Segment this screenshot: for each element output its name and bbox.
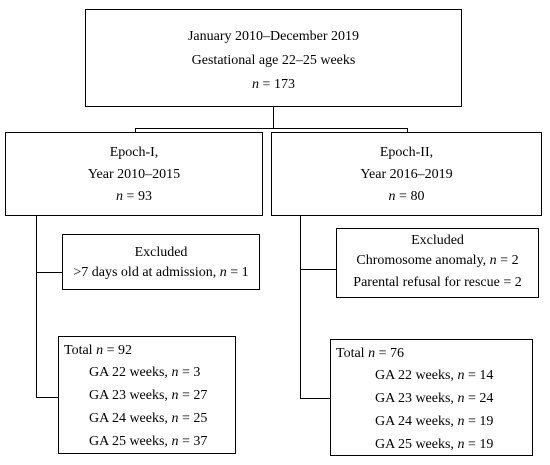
excluded-reason-2: Parental refusal for rescue = 2	[353, 275, 522, 290]
excluded-title: Excluded	[411, 233, 464, 248]
gestational-age-text: Gestational age 22–25 weeks	[191, 53, 356, 68]
connector-top-down	[273, 106, 274, 129]
epoch-2-count: n = 80	[389, 188, 425, 205]
connector-epoch2-total	[300, 398, 330, 399]
n-value: = 14	[464, 368, 494, 383]
epoch-2-years: Year 2016–2019	[360, 167, 453, 182]
epoch-1-count: n = 93	[116, 188, 152, 205]
epoch-1-years: Year 2010–2015	[87, 167, 181, 182]
n-symbol: n	[457, 368, 465, 383]
n-value: = 3	[178, 365, 201, 380]
box-epoch-1-excluded: Excluded >7 days old at admission, n = 1	[62, 234, 260, 290]
n-symbol: n	[252, 77, 260, 92]
connector-epoch2-excluded	[300, 269, 336, 270]
n-symbol: n	[171, 365, 179, 380]
excluded-reason-1: Chromosome anomaly, n = 2	[356, 252, 518, 269]
n-value: = 92	[103, 343, 132, 358]
box-epoch-1-total: Total n = 92 GA 22 weeks, n = 3 GA 23 we…	[58, 336, 236, 454]
ga-22-row: GA 22 weeks, n = 14	[375, 367, 493, 384]
n-value: = 25	[178, 411, 208, 426]
connector-epoch2-trunk	[300, 215, 301, 399]
n-value: = 24	[464, 391, 494, 406]
n-symbol: n	[457, 437, 465, 452]
n-value: = 76	[375, 346, 404, 361]
box-total-cohort: January 2010–December 2019 Gestational a…	[85, 9, 462, 107]
ga-label: GA 24 weeks,	[375, 414, 458, 429]
n-symbol: n	[489, 253, 497, 268]
period-label: January 2010–December 2019	[187, 29, 360, 44]
n-symbol: n	[219, 265, 227, 280]
n-value: = 37	[178, 434, 208, 449]
n-value: = 2	[496, 253, 519, 268]
epoch-2-title: Epoch-II,	[379, 145, 434, 160]
n-symbol: n	[388, 189, 396, 204]
box-epoch-2-excluded: Excluded Chromosome anomaly, n = 2 Paren…	[336, 228, 539, 298]
epoch-1-title: Epoch-I,	[109, 145, 159, 160]
n-symbol: n	[96, 343, 104, 358]
ga-label: GA 23 weeks,	[375, 391, 458, 406]
box-epoch-2-total: Total n = 76 GA 22 weeks, n = 14 GA 23 w…	[330, 339, 533, 456]
excluded-reason-text: >7 days old at admission,	[73, 265, 220, 280]
n-symbol: n	[171, 388, 179, 403]
ga-label: GA 25 weeks,	[375, 437, 458, 452]
connector-epoch1-trunk	[36, 215, 37, 398]
box-epoch-2: Epoch-II, Year 2016–2019 n = 80	[271, 132, 542, 216]
n-symbol: n	[457, 391, 465, 406]
ga-label: GA 22 weeks,	[375, 368, 458, 383]
n-value: = 1	[226, 265, 249, 280]
ga-label: GA 25 weeks,	[89, 434, 172, 449]
total-count: Total n = 92	[64, 342, 132, 359]
n-symbol: n	[171, 434, 179, 449]
excluded-reason: >7 days old at admission, n = 1	[73, 264, 248, 281]
connector-epoch1-total	[36, 397, 58, 398]
total-count: Total n = 76	[336, 345, 404, 362]
ga-23-row: GA 23 weeks, n = 27	[89, 387, 207, 404]
cohort-count: n = 173	[252, 76, 295, 93]
n-symbol: n	[116, 189, 124, 204]
ga-25-row: GA 25 weeks, n = 19	[375, 436, 493, 453]
box-epoch-1: Epoch-I, Year 2010–2015 n = 93	[5, 132, 263, 216]
ga-24-row: GA 24 weeks, n = 25	[89, 410, 207, 427]
total-label: Total	[64, 343, 97, 358]
n-value: = 93	[123, 189, 152, 204]
n-symbol: n	[171, 411, 179, 426]
connector-right-down	[407, 128, 408, 133]
n-value: = 27	[178, 388, 208, 403]
gestational-age-label: Gestational age 22–25 weeks	[192, 52, 356, 69]
excluded-reason-1-text: Chromosome anomaly,	[356, 253, 490, 268]
total-label: Total	[336, 346, 369, 361]
n-value: = 19	[464, 414, 494, 429]
n-value: = 19	[464, 437, 494, 452]
ga-25-row: GA 25 weeks, n = 37	[89, 433, 207, 450]
n-symbol: n	[457, 414, 465, 429]
ga-label: GA 24 weeks,	[89, 411, 172, 426]
n-value: = 80	[395, 189, 425, 204]
ga-22-row: GA 22 weeks, n = 3	[89, 364, 200, 381]
excluded-title: Excluded	[134, 245, 188, 260]
ga-label: GA 22 weeks,	[89, 365, 172, 380]
connector-horizontal	[135, 128, 408, 129]
ga-label: GA 23 weeks,	[89, 388, 172, 403]
n-symbol: n	[368, 346, 376, 361]
connector-left-down	[135, 128, 136, 133]
connector-epoch1-excluded	[36, 272, 62, 273]
ga-24-row: GA 24 weeks, n = 19	[375, 413, 493, 430]
ga-23-row: GA 23 weeks, n = 24	[375, 390, 493, 407]
n-value: = 173	[259, 77, 295, 92]
